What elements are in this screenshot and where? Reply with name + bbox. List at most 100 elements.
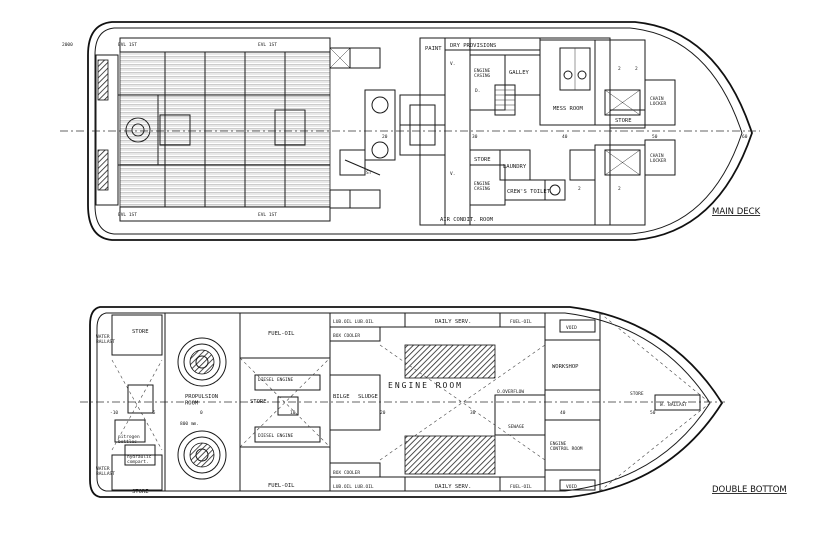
stern-hatch-bottom <box>97 149 109 191</box>
room-chain-locker-top <box>644 79 676 126</box>
tank-sewage <box>494 394 546 436</box>
label-daily-serv-top: DAILY SERV. <box>435 319 471 325</box>
room-store-top <box>609 109 646 129</box>
crane-base <box>339 149 366 176</box>
label-sewage: SEWAGE <box>508 424 525 430</box>
room-workshop <box>544 339 601 391</box>
cargo-deck-planking <box>119 51 331 208</box>
frame-30-md: 30 <box>472 134 478 140</box>
label-galley: GALLEY <box>509 70 530 76</box>
cabin-top <box>594 39 646 126</box>
double-bottom-hull-outer <box>89 306 724 498</box>
label-lub-oil-top: LUB.OIL LUB.OIL <box>333 319 374 325</box>
label-dry-provisions: DRY PROVISIONS <box>450 43 496 49</box>
rail-top <box>119 37 331 53</box>
deck-hatch-left <box>159 114 191 146</box>
label-paint: PAINT <box>425 46 442 52</box>
label-fuel-oil-sm-top: FUEL-OIL <box>510 319 532 325</box>
stern-hatch-top <box>97 59 109 101</box>
label-evl-3: EVL 1ST <box>118 212 137 218</box>
double-bottom-plan <box>80 306 725 498</box>
label-fuel-oil-top: FUEL-OIL <box>268 331 295 337</box>
frame-30: 30 <box>470 410 476 416</box>
rail-bottom <box>119 206 331 222</box>
label-daily-serv-bottom: DAILY SERV. <box>435 484 471 490</box>
frame-50-md: 50 <box>652 134 658 140</box>
tank-store-bottom <box>111 454 163 491</box>
tank-box-cooler-top <box>329 326 381 342</box>
diesel-engine-top <box>254 374 321 391</box>
room-engine-control <box>544 419 601 471</box>
room-engine-casing-top <box>469 54 506 111</box>
tank-bilge-sludge <box>329 374 381 431</box>
frame-40: 40 <box>560 410 566 416</box>
label-motor-top: DIESEL ENGINE <box>258 377 294 383</box>
propulsion-unit-top <box>177 337 227 387</box>
svg-text:ST: ST <box>366 170 372 176</box>
label-engine-room: ENGINE ROOM <box>388 381 463 390</box>
tank-void-top <box>559 319 596 333</box>
dimension-label: 2000 <box>62 42 73 48</box>
label-lub-oil-bottom: LUB.OIL LUB.OIL <box>333 484 374 490</box>
propulsion-unit-bottom <box>177 430 227 480</box>
label-void-top: VOID <box>566 325 577 331</box>
label-store-mid: STORE <box>474 157 491 163</box>
label-air-cond-room: AIR CONDIT. ROOM <box>440 217 494 223</box>
tank-store-top <box>111 314 163 356</box>
label-laundry: LAUNDRY <box>503 164 527 170</box>
tank-fuel-oil-sm-top <box>499 312 546 328</box>
main-engine-bottom <box>404 435 496 475</box>
label-store-mid: STORE <box>250 399 267 405</box>
label-evl-4: EVL 1ST <box>258 212 277 218</box>
double-bottom-hull-inner <box>96 312 711 492</box>
frame-40-md: 40 <box>562 134 568 140</box>
diesel-engine-bottom <box>254 426 321 443</box>
nitrogen-bottles <box>114 419 146 443</box>
frame-20-md: 20 <box>382 134 388 140</box>
label-motor-bottom: DIESEL ENGINE <box>258 433 294 439</box>
frame-20: 20 <box>380 410 386 416</box>
svg-text:2: 2 <box>578 186 581 192</box>
main-engine-top <box>404 344 496 379</box>
tank-w-ballast <box>654 394 701 411</box>
svg-text:D.: D. <box>475 88 480 94</box>
deck-box-2 <box>329 189 351 209</box>
double-bottom-title: DOUBLE BOTTOM <box>712 485 787 495</box>
label-store-bl: STORE <box>132 489 149 495</box>
tank-void-bottom <box>559 479 596 491</box>
label-evl-1: EVL 1ST <box>118 42 137 48</box>
frame-60-md: 60 <box>742 134 748 140</box>
main-deck-hull-outer <box>87 21 753 241</box>
frame-m5: -5 <box>150 410 156 416</box>
frame-50: 50 <box>650 410 656 416</box>
svg-text:V.: V. <box>450 171 455 177</box>
deck-hatch-right <box>274 109 306 146</box>
room-mess <box>539 39 596 126</box>
svg-text:V.: V. <box>450 61 455 67</box>
label-fuel-oil-bottom: FUEL-OIL <box>268 483 295 489</box>
label-store-tl: STORE <box>132 329 149 335</box>
svg-text:2: 2 <box>618 66 621 72</box>
label-bilge: BILGE <box>333 394 350 400</box>
label-box-cooler-top: BOX COOLER <box>333 333 360 339</box>
hydraulic-compartment <box>124 444 156 466</box>
anchor-winch <box>364 89 396 161</box>
label-box-cooler-bottom: BOX COOLER <box>333 470 360 476</box>
label-store-right: STORE <box>630 391 644 397</box>
label-workshop: WORKSHOP <box>552 364 579 370</box>
label-mess-room: MESS ROOM <box>553 106 583 112</box>
svg-text:2: 2 <box>618 186 621 192</box>
label-evl-2: EVL 1ST <box>258 42 277 48</box>
label-void-bottom: VOID <box>566 484 577 490</box>
